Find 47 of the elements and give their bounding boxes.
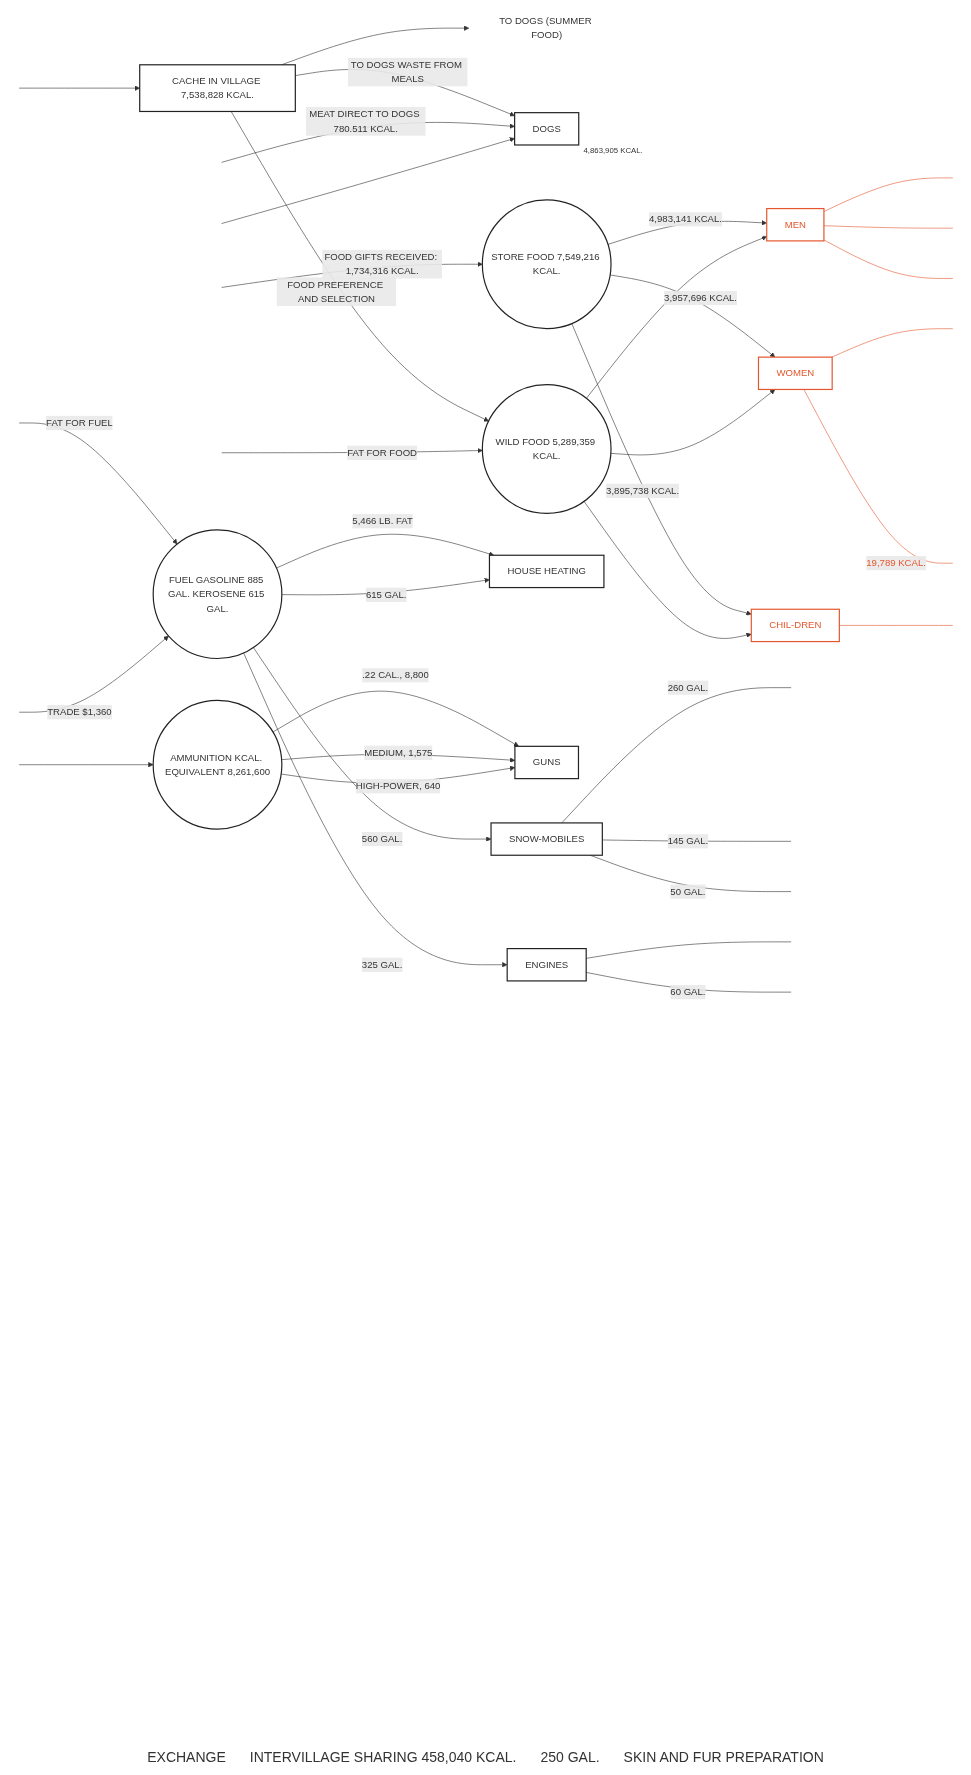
connector [823,177,953,212]
edge-label: TO DOGS WASTE FROM MEALS [350,59,462,85]
node-box: MEN [765,207,824,242]
connector [823,239,953,279]
note-text: SKIN AND FUR PREPARATION [623,1749,824,1765]
edge-label: MEDIUM, 1,575 [363,747,432,758]
connector [560,687,791,824]
edge-label: FOOD GIFTS RECEIVED: 1,734,316 KCAL. [323,251,437,277]
edge-label: 60 GAL. [669,986,705,997]
connector [585,941,791,959]
edge-label: 3,895,738 KCAL. [605,485,679,496]
edge-label: MEAT DIRECT TO DOGS 780.511 KCAL. [308,108,420,134]
edge-label: 325 GAL. [361,959,402,970]
edge-label: TRADE $1,360 [46,706,112,717]
connector [831,328,953,358]
note-text: 250 GAL. [540,1749,600,1765]
edge-label: 145 GAL. [667,835,708,847]
node-box: DOGS [513,112,579,146]
connector [803,389,953,564]
edge-label: 19,789 KCAL. [865,557,926,568]
edge-label: 615 GAL. [365,589,406,600]
edge-label: 260 GAL. [667,682,708,693]
edge-label: HIGH-POWER, 640 [355,780,440,792]
edge-label: 3,957,696 KCAL. [663,292,737,303]
connector [838,625,953,626]
node-box: WOMEN [757,356,833,391]
node-box: CACHE IN VILLAGE 7,538,828 KCAL. [138,64,296,113]
edge-label: 5,466 LB. FAT [351,515,413,527]
node-text: TO DOGS (SUMMER FOOD) [498,15,592,41]
edge-label: 50 GAL. [669,886,705,897]
node-circle: STORE FOOD 7,549,216 KCAL. [481,199,612,330]
node-box: ENGINES [506,948,587,982]
edge-label: FAT FOR FUEL [45,417,113,428]
edge-label: FAT FOR FOOD [346,447,417,458]
node-circle: FUEL GASOLINE 885 GAL. KEROSENE 615 GAL. [152,529,282,660]
edge-label: FOOD PREFERENCE AND SELECTION [286,279,383,304]
edge-label: 4,983,141 KCAL. [648,213,722,225]
node-box: CHIL-DREN [750,608,840,643]
edge-label: .22 CAL., 8,800 [361,669,429,681]
node-box: HOUSE HEATING [488,554,604,589]
note-text: INTERVILLAGE SHARING 458,040 KCAL. [249,1749,517,1765]
note-text: EXCHANGE [147,1749,226,1765]
connector [823,225,953,229]
edge-label: 560 GAL. [361,833,402,844]
node-circle: AMMUNITION KCAL. EQUIVALENT 8,261,600 [152,699,282,830]
node-box: GUNS [513,745,579,780]
node-box: SNOW-MOBILES [489,822,603,856]
